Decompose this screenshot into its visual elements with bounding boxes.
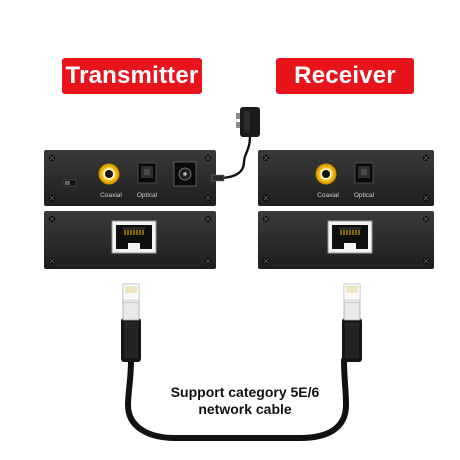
cable-caption-line-1: Support category 5E/6 [170,384,320,400]
receiver-audio-panel [258,150,434,206]
transmitter-title-badge: Transmitter [62,58,202,94]
screw-icon [48,194,56,202]
receiver-unit: Coaxial Optical [258,150,434,269]
receiver-optical-jack-icon [354,162,374,184]
transmitter-coaxial-label: Coaxial [100,192,122,199]
receiver-title-badge: Receiver [276,58,414,94]
power-adapter-icon [211,107,260,182]
cable-caption: Support category 5E/6 network cable [150,384,340,418]
screw-icon [422,215,430,223]
screw-icon [204,154,212,162]
cable-caption-line-2: network cable [198,401,292,417]
screw-icon [262,215,270,223]
right-rj45-plug-icon [342,283,362,362]
left-rj45-plug-icon [121,283,141,362]
transmitter-unit: Coaxial Optical [44,150,216,269]
screw-icon [422,154,430,162]
screw-icon [262,154,270,162]
screw-icon [48,154,56,162]
screw-icon [262,257,270,265]
network-cable-icon [121,283,362,441]
screw-icon [262,194,270,202]
screw-icon [204,215,212,223]
screw-icon [204,257,212,265]
screw-icon [48,215,56,223]
screw-icon [204,194,212,202]
transmitter-optical-jack-icon [137,162,157,184]
transmitter-rj45-port-icon [111,220,157,254]
transmitter-audio-panel [44,150,216,206]
transmitter-optical-label: Optical [137,192,158,199]
transmitter-coaxial-jack-icon [98,163,120,185]
screw-icon [422,194,430,202]
receiver-optical-label: Optical [354,192,375,199]
screw-icon [422,257,430,265]
transmitter-dc-jack-icon [173,161,197,187]
receiver-coaxial-jack-icon [315,163,337,185]
screw-icon [48,257,56,265]
receiver-rj45-port-icon [327,220,373,254]
receiver-coaxial-label: Coaxial [317,192,339,199]
